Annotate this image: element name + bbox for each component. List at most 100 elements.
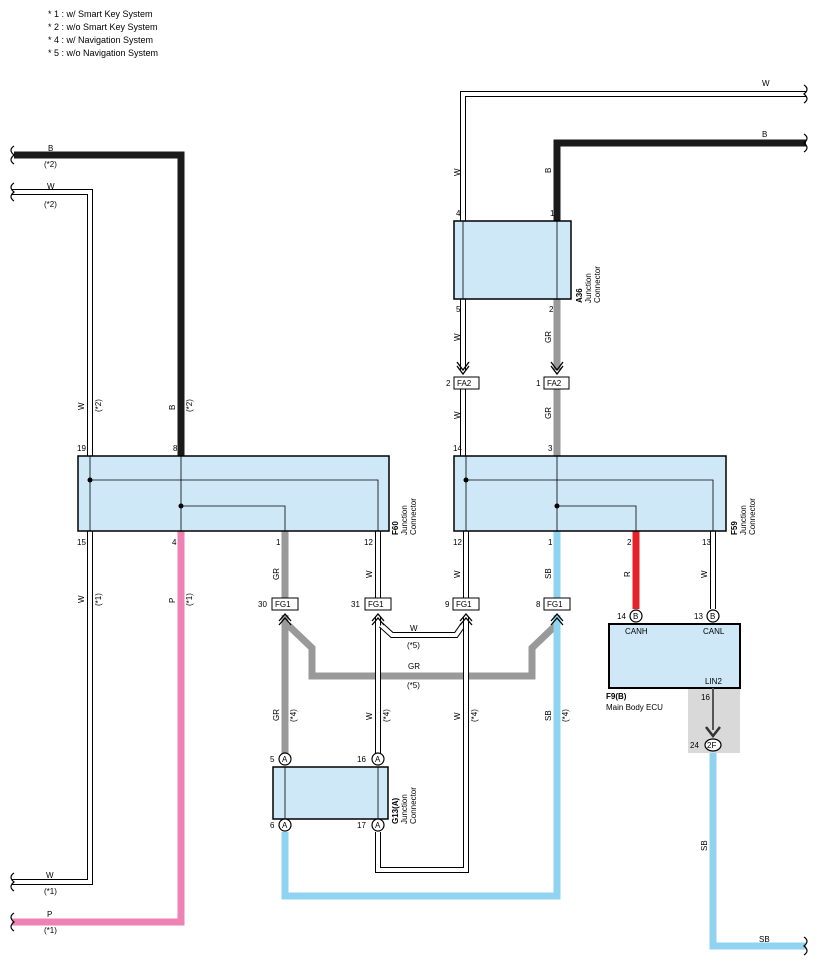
letter-g13-a1: A bbox=[282, 755, 288, 764]
lbl-c4-v4: (*4) bbox=[561, 709, 570, 722]
lbl-w-left: W bbox=[47, 182, 55, 191]
lbl-c5-1: (*5) bbox=[407, 641, 420, 650]
wire-b-right bbox=[553, 139, 806, 221]
letter-f9-b1: B bbox=[633, 612, 638, 621]
f60-label1: Junction bbox=[400, 505, 409, 535]
f60-code: F60 bbox=[391, 521, 400, 535]
a36-label2: Connector bbox=[593, 266, 602, 303]
fa2-b-tag bbox=[543, 376, 570, 390]
lbl-w-v1: W bbox=[77, 402, 86, 410]
lbl-c4-v1: (*4) bbox=[289, 709, 298, 722]
lbl-r-v: R bbox=[623, 571, 632, 577]
g13-label-group: G13(A) Junction Connector bbox=[391, 787, 418, 824]
wire-breaks bbox=[10, 84, 808, 956]
lbl-w-v2: W bbox=[77, 595, 86, 603]
wires bbox=[12, 91, 806, 950]
fg1-d-pin: 8 bbox=[536, 600, 541, 609]
pin-f60-19: 19 bbox=[77, 444, 86, 453]
fg1-c-label: FG1 bbox=[456, 600, 472, 609]
ecu-canh: CANH bbox=[625, 627, 648, 636]
pin-f59-3: 3 bbox=[548, 444, 553, 453]
pin-g13-5: 5 bbox=[270, 755, 275, 764]
f2-label: 2F bbox=[707, 741, 716, 750]
fg1-a-pin: 30 bbox=[258, 600, 267, 609]
a36-label-group: A36 Junction Connector bbox=[575, 266, 602, 303]
connector-f60 bbox=[77, 455, 390, 532]
lbl-b-v2: B bbox=[544, 168, 553, 173]
pin-f60-1: 1 bbox=[276, 538, 281, 547]
lbl-c4-v2: (*4) bbox=[382, 709, 391, 722]
lbl-w-v3: W bbox=[365, 570, 374, 578]
lbl-c1-left-w: (*1) bbox=[44, 887, 57, 896]
connector-f59 bbox=[453, 455, 727, 532]
f60-label-group: F60 Junction Connector bbox=[391, 498, 418, 535]
fa2-b-pin: 1 bbox=[536, 379, 541, 388]
connector-a36 bbox=[453, 220, 572, 300]
f59-code: F59 bbox=[730, 521, 739, 535]
wire-sb-ecu bbox=[709, 753, 806, 950]
pin-f9-16: 16 bbox=[701, 693, 710, 702]
a36-code: A36 bbox=[575, 288, 584, 303]
pin-a36-2: 2 bbox=[549, 305, 554, 314]
f59-label2: Connector bbox=[748, 498, 757, 535]
letter-f9-b2: B bbox=[710, 612, 715, 621]
pin-a36-4: 4 bbox=[456, 209, 461, 218]
lbl-c2-v2: (*2) bbox=[185, 399, 194, 412]
note-1: * 1 : w/ Smart Key System bbox=[48, 9, 153, 19]
lbl-c1-v1: (*1) bbox=[94, 593, 103, 606]
ecu-code: F9(B) bbox=[606, 692, 627, 701]
pin-f9-14: 14 bbox=[617, 612, 626, 621]
pin-f60-4: 4 bbox=[172, 538, 177, 547]
pin-f59-14: 14 bbox=[453, 444, 462, 453]
lbl-c5-2: (*5) bbox=[407, 681, 420, 690]
fa2-b-label: FA2 bbox=[547, 379, 562, 388]
lbl-p-v: P bbox=[168, 598, 177, 603]
letter-g13-a3: A bbox=[282, 821, 288, 830]
letter-g13-a2: A bbox=[375, 755, 381, 764]
lbl-sb-right: SB bbox=[759, 935, 770, 944]
wire-w-left-bottom bbox=[12, 531, 93, 885]
ecu-name: Main Body ECU bbox=[606, 703, 663, 712]
pin-f60-15: 15 bbox=[77, 538, 86, 547]
letter-g13-a4: A bbox=[375, 821, 381, 830]
lbl-w-v5: W bbox=[700, 570, 709, 578]
wire-sb-loop bbox=[281, 615, 561, 900]
fg1-c-pin: 9 bbox=[445, 600, 450, 609]
fg1-b-tag bbox=[364, 597, 392, 611]
f59-label1: Junction bbox=[739, 505, 748, 535]
lbl-sb-v2: SB bbox=[544, 710, 553, 721]
lbl-w-v6: W bbox=[365, 712, 374, 720]
lbl-w-v7: W bbox=[453, 712, 462, 720]
pin-g13-16: 16 bbox=[357, 755, 366, 764]
lbl-p-left: P bbox=[47, 910, 52, 919]
ecu-canl: CANL bbox=[703, 627, 725, 636]
lbl-b-right: B bbox=[762, 130, 767, 139]
lbl-w-loop: W bbox=[410, 624, 418, 633]
pin-g13-6: 6 bbox=[270, 821, 275, 830]
wire-w-g13-17 bbox=[375, 617, 469, 873]
lbl-gr-v3: GR bbox=[544, 331, 553, 343]
lbl-b-v1: B bbox=[168, 405, 177, 410]
connector-g13 bbox=[272, 766, 389, 820]
fg1-b-label: FG1 bbox=[368, 600, 384, 609]
ecu-lin2: LIN2 bbox=[705, 677, 722, 686]
lbl-w-v9: W bbox=[453, 333, 462, 341]
lbl-w-v4: W bbox=[453, 570, 462, 578]
pin-f60-8: 8 bbox=[173, 444, 178, 453]
pin-f59-12: 12 bbox=[453, 538, 462, 547]
lbl-w-right: W bbox=[762, 79, 770, 88]
note-3: * 4 : w/ Navigation System bbox=[48, 35, 154, 45]
lbl-w-v8: W bbox=[453, 168, 462, 176]
wire-w-loop bbox=[378, 622, 466, 638]
f59-label-group: F59 Junction Connector bbox=[730, 498, 757, 535]
f2-pin: 24 bbox=[690, 741, 699, 750]
fg1-b-pin: 31 bbox=[351, 600, 360, 609]
note-2: * 2 : w/o Smart Key System bbox=[48, 22, 158, 32]
lbl-w-left-bottom: W bbox=[46, 871, 54, 880]
g13-label2: Connector bbox=[409, 787, 418, 824]
labels: B (*2) W (*2) W (*1) P (*1) W B SB W (*2… bbox=[44, 79, 770, 944]
lbl-c2-left-w: (*2) bbox=[44, 200, 57, 209]
pin-g13-17: 17 bbox=[357, 821, 366, 830]
ecu-f9 bbox=[608, 623, 741, 753]
